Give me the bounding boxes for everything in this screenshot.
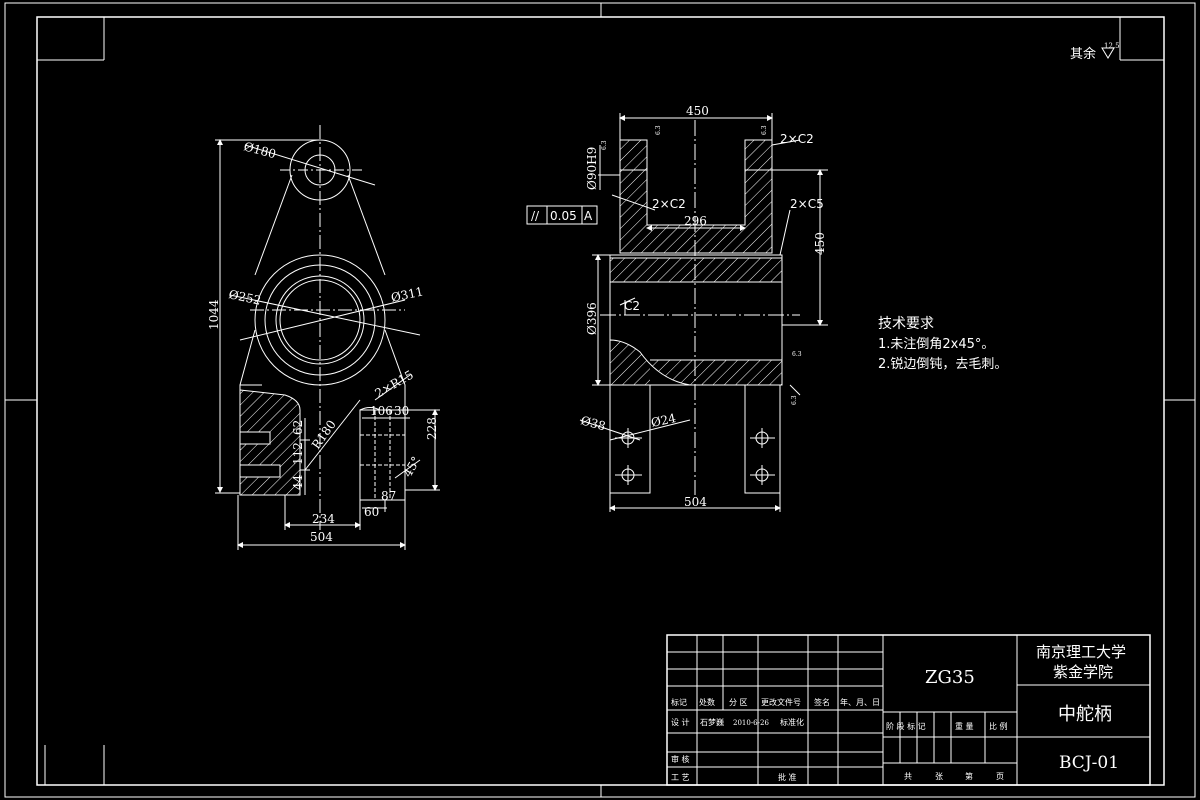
- dim-87: 87: [381, 489, 396, 503]
- chamfer-2xc2-top: 2×C2: [780, 132, 814, 146]
- school-line-1: 南京理工大学: [1036, 643, 1126, 661]
- tech-requirements: 技术要求 1.未注倒角2x45°。 2.锐边倒钝，去毛刺。: [878, 316, 1007, 372]
- design-date: 2010-6-26: [733, 719, 769, 727]
- right-view: [579, 113, 828, 512]
- hdr-count: 处数: [699, 697, 715, 707]
- std-label: 标准化: [780, 717, 804, 727]
- hdr-date: 年、月、日: [840, 697, 880, 707]
- dim-504-right: 504: [684, 495, 707, 509]
- part-name: 中舵柄: [1058, 704, 1112, 725]
- dim-450-side: 450: [813, 232, 827, 255]
- tech-item-1: 1.未注倒角2x45°。: [878, 337, 994, 352]
- designer-name: 石梦巍: [700, 718, 724, 727]
- dim-height-1044: 1044: [207, 299, 221, 330]
- tech-title: 技术要求: [878, 316, 934, 332]
- roughness-note: 其余 12.5: [1070, 42, 1120, 62]
- review-label: 审 核: [671, 754, 690, 764]
- dim-62: 62: [291, 420, 305, 435]
- dim-angle-45: 45°: [400, 454, 423, 479]
- dim-2xr15: 2×R15: [373, 367, 416, 400]
- dim-dia-38: Ø38: [579, 413, 607, 433]
- sheets-total: 共: [904, 772, 912, 781]
- dim-504-left: 504: [310, 530, 333, 544]
- ra-value-2: 6.3: [761, 125, 768, 135]
- title-block: [666, 634, 1151, 786]
- dim-44: 44: [291, 474, 305, 490]
- dim-dia-396: Ø396: [585, 302, 599, 335]
- hub-bore: [275, 275, 365, 365]
- ra-value-4: 6.3: [792, 351, 802, 358]
- ra-value-5: 6.3: [791, 395, 798, 405]
- dim-112: 112: [291, 442, 305, 465]
- roughness-label: 其余: [1070, 46, 1096, 62]
- approve-label: 批 准: [778, 772, 797, 782]
- dim-30: 30: [394, 404, 409, 418]
- chamfer-2xc5: 2×C5: [790, 197, 824, 211]
- left-view: [215, 125, 440, 550]
- material: ZG35: [925, 667, 975, 688]
- dim-dia-90h9: Ø90H9: [585, 147, 599, 190]
- tol-datum: A: [584, 209, 593, 223]
- design-label: 设 计: [671, 717, 690, 727]
- dim-234: 234: [312, 512, 335, 526]
- stage-mark-label: 阶 段 标 记: [886, 721, 926, 731]
- tech-item-2: 2.锐边倒钝，去毛刺。: [878, 357, 1007, 372]
- upper-boss-bore: [304, 154, 336, 186]
- dim-228: 228: [425, 417, 439, 440]
- dim-dia-180: Ø180: [242, 139, 277, 161]
- hdr-zone: 分 区: [729, 698, 748, 707]
- craft-label: 工 艺: [671, 773, 690, 782]
- dim-106: 106: [370, 404, 393, 418]
- hdr-change-doc: 更改文件号: [761, 697, 801, 707]
- ra-value-1: 6.3: [655, 125, 662, 135]
- sheets-unit-2: 页: [996, 772, 1004, 781]
- dim-dia-311: Ø311: [390, 284, 425, 305]
- hdr-mark: 标记: [671, 697, 687, 707]
- dim-450-top: 450: [686, 104, 709, 118]
- dim-r180: R180: [309, 418, 339, 452]
- dim-296: 296: [684, 214, 707, 228]
- dim-dia-252: Ø252: [227, 287, 262, 308]
- sheets-unit-1: 张: [935, 772, 943, 781]
- hub-outer: [254, 254, 386, 386]
- hdr-sign: 签名: [814, 697, 830, 707]
- chamfer-2xc2-inner: 2×C2: [652, 197, 686, 211]
- drawing-number: BCJ-01: [1059, 753, 1119, 773]
- sheets-index: 第: [965, 771, 973, 781]
- chamfer-c2: C2: [624, 299, 640, 313]
- tol-value: 0.05: [550, 209, 577, 223]
- roughness-symbol-icon: [1101, 47, 1115, 59]
- roughness-value: 12.5: [1104, 42, 1120, 50]
- tol-symbol: //: [531, 209, 540, 223]
- sheet-frame: [4, 2, 1196, 798]
- weight-label: 重 量: [955, 721, 974, 731]
- school-line-2: 紫金学院: [1053, 663, 1113, 681]
- scale-label: 比 例: [989, 721, 1008, 731]
- dim-60: 60: [364, 505, 379, 519]
- title-block-text: ZG35 南京理工大学 紫金学院 中舵柄 BCJ-01 标记 处数 分 区 更改…: [671, 643, 1126, 782]
- ra-value-3: 6.3: [601, 140, 608, 150]
- dim-dia-24: Ø24: [650, 411, 678, 430]
- tolerance-frame: // 0.05 A: [526, 205, 598, 225]
- right-view-dimensions: 450 296 450 Ø396 504 Ø38 Ø24 Ø90H9 2×C2 …: [579, 104, 827, 509]
